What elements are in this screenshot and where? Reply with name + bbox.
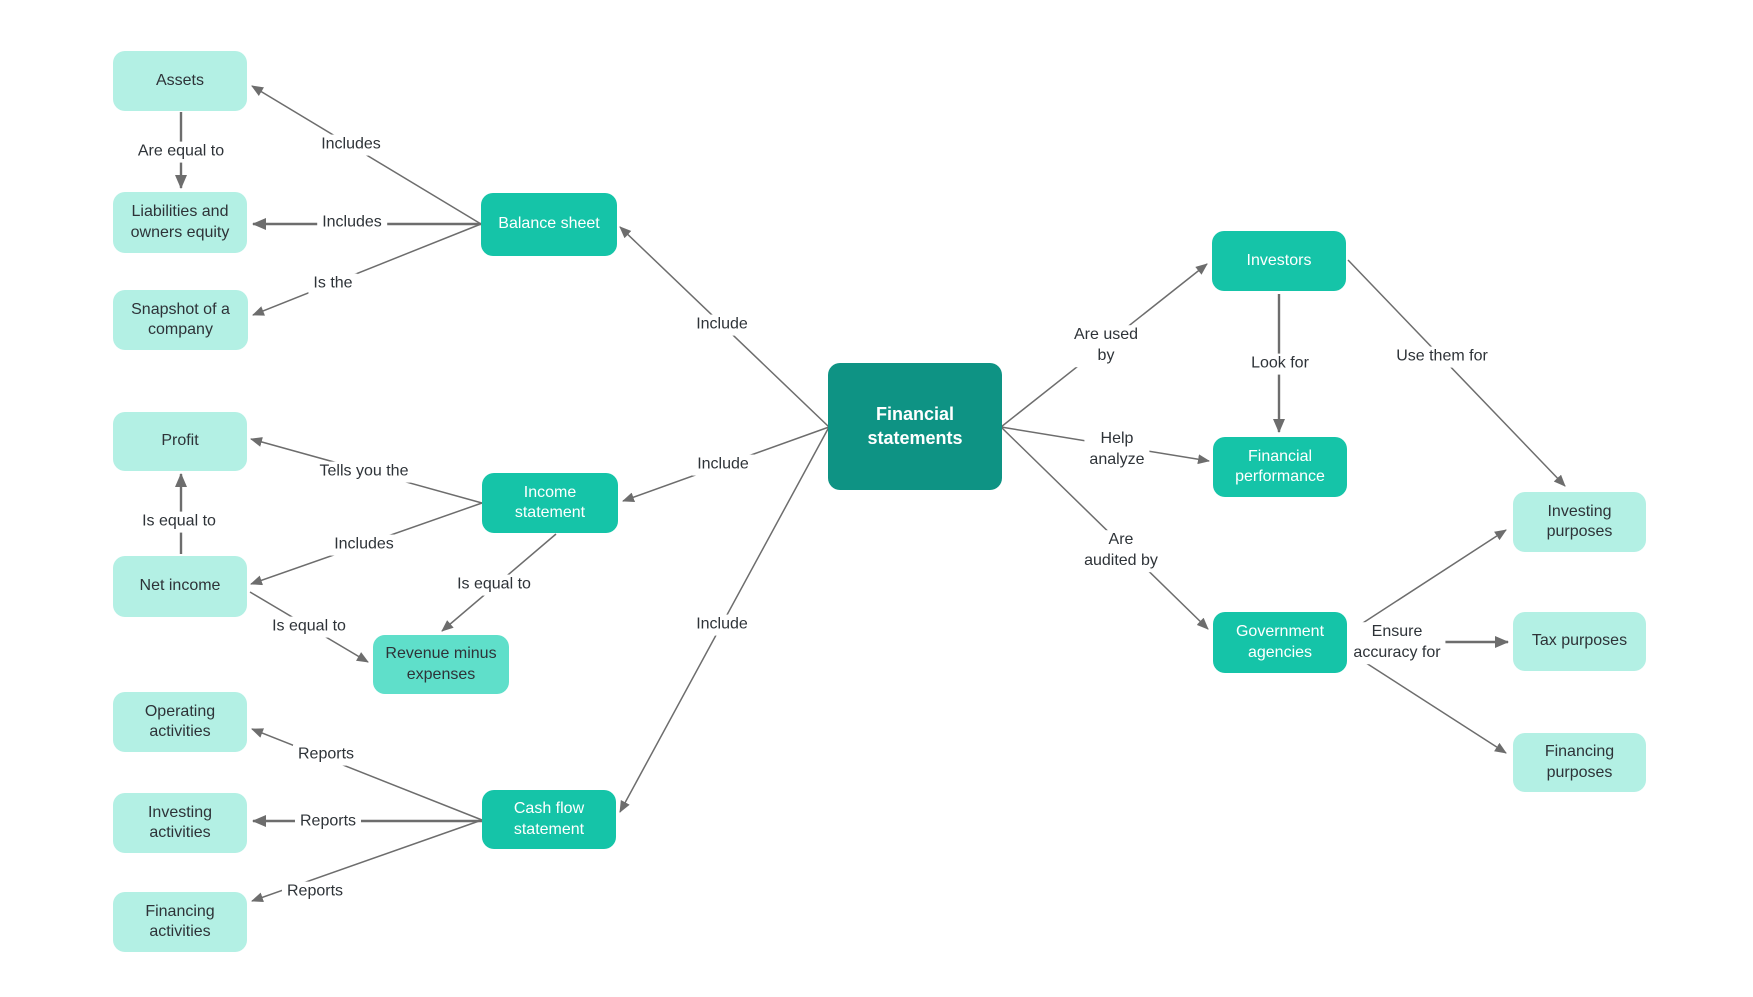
edge-label-includes-liabilities[interactable]: Includes [317, 212, 387, 234]
edge-government-agencies-to-financing-purposes[interactable] [1348, 651, 1507, 754]
node-government-agencies[interactable]: Government agencies [1213, 612, 1347, 673]
edge-label-includes-assets[interactable]: Includes [316, 134, 386, 156]
edge-label-reports-operating[interactable]: Reports [292, 744, 360, 766]
edge-label-is-equal-to-profit[interactable]: Is equal to [137, 511, 221, 533]
node-cash-flow-statement[interactable]: Cash flow statement [482, 790, 616, 849]
edge-label-tells-you-the[interactable]: Tells you the [314, 461, 414, 483]
edge-financial-statements-to-government-agencies[interactable] [1000, 426, 1209, 630]
node-investing-purposes[interactable]: Investing purposes [1513, 492, 1646, 552]
edge-label-is-equal-to-net[interactable]: Is equal to [267, 616, 351, 638]
edge-label-reports-investing[interactable]: Reports [294, 811, 362, 833]
node-financial-performance[interactable]: Financial performance [1213, 437, 1347, 497]
node-operating-activities[interactable]: Operating activities [113, 692, 247, 752]
node-income-statement[interactable]: Income statement [482, 473, 618, 533]
edge-label-look-for[interactable]: Look for [1246, 353, 1314, 375]
node-liabilities-owners-equity[interactable]: Liabilities and owners equity [113, 192, 247, 253]
node-assets[interactable]: Assets [113, 51, 247, 111]
edge-label-are-equal-to[interactable]: Are equal to [132, 141, 230, 163]
edge-label-include-cashflow[interactable]: Include [691, 614, 753, 636]
node-financing-purposes[interactable]: Financing purposes [1513, 733, 1646, 792]
edge-label-are-audited-by[interactable]: Are audited by [1079, 530, 1163, 572]
node-net-income[interactable]: Net income [113, 556, 247, 617]
edge-label-is-equal-to-income[interactable]: Is equal to [452, 574, 536, 596]
edge-label-include-income[interactable]: Include [692, 454, 754, 476]
edge-label-use-them-for[interactable]: Use them for [1391, 346, 1493, 368]
node-investing-activities[interactable]: Investing activities [113, 793, 247, 853]
edge-label-reports-financing[interactable]: Reports [281, 881, 349, 903]
edge-label-is-the[interactable]: Is the [308, 273, 358, 295]
node-balance-sheet[interactable]: Balance sheet [481, 193, 617, 256]
node-snapshot-of-company[interactable]: Snapshot of a company [113, 290, 248, 350]
edge-label-include-balance[interactable]: Include [691, 314, 753, 336]
edge-label-includes-net-income[interactable]: Includes [329, 534, 399, 556]
node-financial-statements[interactable]: Financial statements [828, 363, 1002, 490]
node-financing-activities[interactable]: Financing activities [113, 892, 247, 952]
node-tax-purposes[interactable]: Tax purposes [1513, 612, 1646, 671]
edge-label-ensure-accuracy-for[interactable]: Ensure accuracy for [1348, 622, 1446, 664]
node-investors[interactable]: Investors [1212, 231, 1346, 291]
edge-label-are-used-by[interactable]: Are used by [1068, 325, 1144, 367]
edge-investors-to-investing-purposes[interactable] [1347, 259, 1566, 487]
edge-government-agencies-to-investing-purposes[interactable] [1348, 529, 1507, 633]
edge-cash-flow-to-operating[interactable] [251, 728, 483, 821]
node-profit[interactable]: Profit [113, 412, 247, 471]
edge-label-help-analyze[interactable]: Help analyze [1084, 429, 1150, 471]
edge-balance-sheet-to-snapshot[interactable] [252, 223, 482, 316]
node-revenue-minus-expenses[interactable]: Revenue minus expenses [373, 635, 509, 694]
